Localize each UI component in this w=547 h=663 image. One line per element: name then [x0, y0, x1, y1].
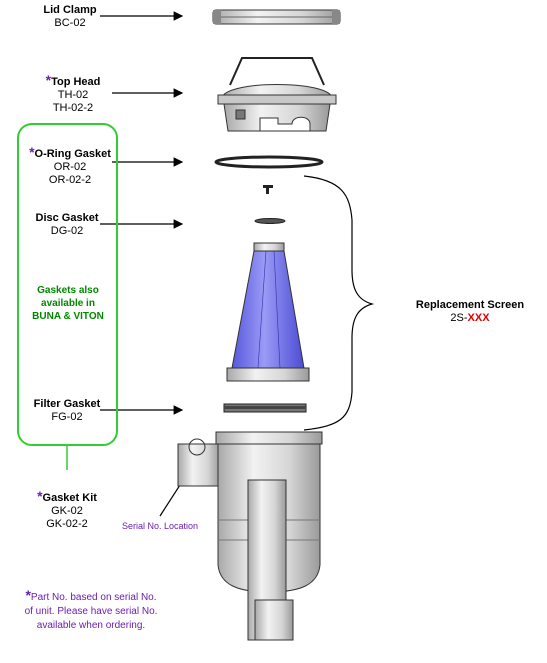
part-number: DG-02	[50, 225, 84, 237]
part-number: GK-02-2	[46, 518, 88, 530]
label-oring-gasket: *O-Ring Gasket OR-02 OR-02-2	[20, 144, 120, 187]
label-lid-clamp: Lid Clamp BC-02	[30, 4, 110, 30]
part-number: FG-02	[51, 411, 83, 423]
label-replacement-screen: Replacement Screen 2S-XXX	[405, 299, 535, 325]
label-filter-gasket: Filter Gasket FG-02	[22, 398, 112, 424]
part-number: OR-02-2	[48, 174, 92, 186]
part-number: TH-02	[57, 89, 89, 101]
filter-gasket-part	[223, 403, 307, 413]
part-name: Gasket Kit	[42, 492, 97, 504]
disc-gasket-part	[254, 218, 286, 224]
footnote: *Part No. based on serial No. of unit. P…	[6, 588, 176, 633]
part-name: Filter Gasket	[33, 398, 101, 410]
serial-location-text: Serial No. Location	[121, 521, 199, 531]
note-line: Gaskets also	[37, 285, 99, 296]
part-number: GK-02	[51, 505, 83, 517]
part-name: Disc Gasket	[35, 212, 99, 224]
label-disc-gasket: Disc Gasket DG-02	[22, 212, 112, 238]
asterisk: *	[45, 72, 52, 88]
part-number: BC-02	[54, 17, 86, 29]
oring-gasket-part	[214, 155, 324, 169]
part-number-prefix: 2S-	[450, 312, 468, 324]
gaskets-availability-note: Gaskets also available in BUNA & VITON	[20, 284, 116, 323]
lid-clamp-part	[212, 9, 341, 25]
part-name: Lid Clamp	[43, 4, 97, 16]
asterisk: *	[37, 488, 43, 504]
asterisk: *	[29, 144, 35, 160]
serial-location-label: Serial No. Location	[112, 520, 208, 533]
note-line: BUNA & VITON	[32, 311, 104, 322]
footnote-line: Part No. based on serial No.	[30, 592, 157, 603]
asterisk: *	[25, 587, 31, 603]
label-top-head: *Top Head TH-02 TH-02-2	[28, 72, 118, 115]
part-number: TH-02-2	[52, 102, 94, 114]
footnote-line: available when ordering.	[36, 620, 146, 631]
part-name: Top Head	[51, 76, 101, 88]
screen-brace	[303, 175, 375, 431]
replacement-screen-part	[226, 242, 310, 382]
note-line: available in	[41, 298, 95, 309]
label-gasket-kit: *Gasket Kit GK-02 GK-02-2	[22, 488, 112, 531]
part-name: O-Ring Gasket	[34, 148, 111, 160]
part-name: Replacement Screen	[415, 299, 525, 311]
part-number-suffix: XXX	[467, 312, 490, 324]
footnote-line: of unit. Please have serial No.	[24, 606, 158, 617]
filter-housing-part	[177, 431, 323, 641]
part-number: OR-02	[53, 161, 87, 173]
screen-retainer-part	[263, 185, 273, 194]
top-head-part	[217, 57, 337, 132]
